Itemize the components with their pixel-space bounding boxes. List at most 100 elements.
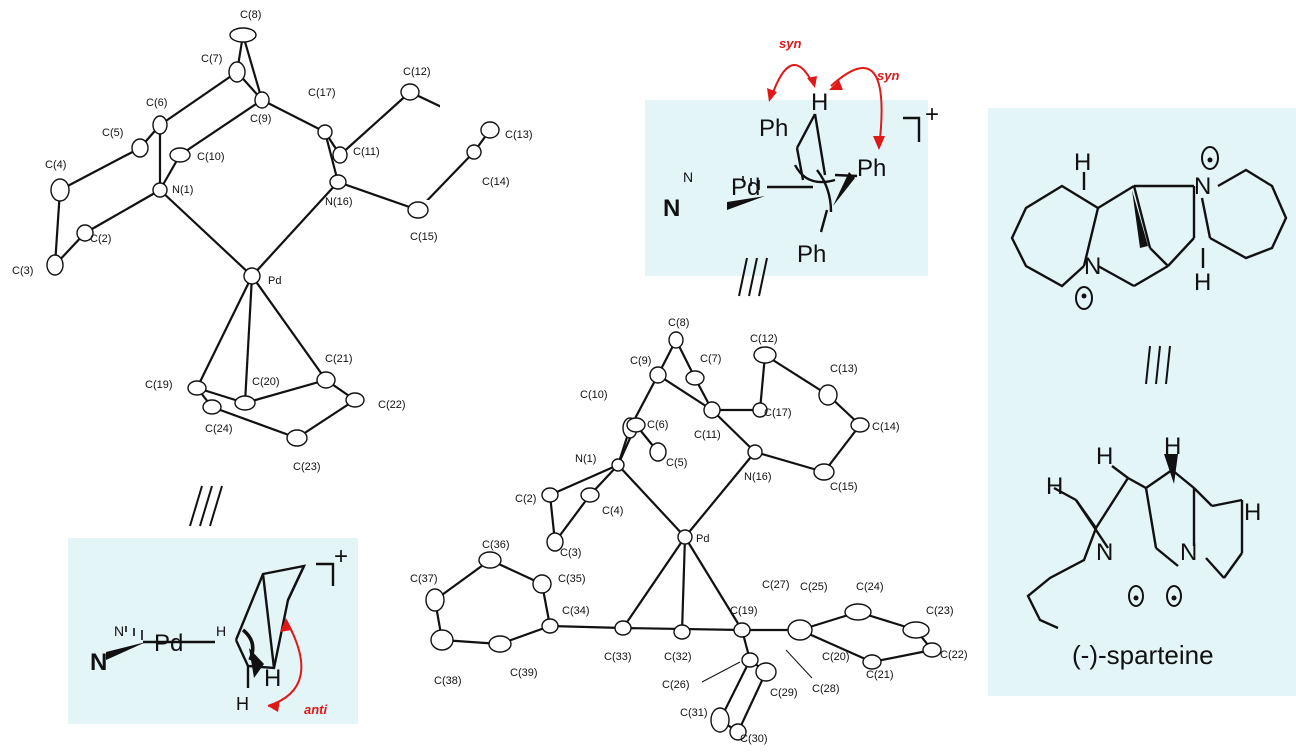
pd-label: Pd xyxy=(154,630,183,657)
atom-label: C(30) xyxy=(740,733,768,745)
atom-label: C(17) xyxy=(764,407,792,419)
ph-label-2: Ph xyxy=(857,155,886,182)
atom-label: C(4) xyxy=(45,159,66,171)
atom-label: C(7) xyxy=(700,353,721,365)
sparteine-structure: H H N N xyxy=(1010,146,1288,670)
atom-label: C(6) xyxy=(647,419,668,431)
n-small-label: N xyxy=(114,623,124,639)
atom-label: C(7) xyxy=(201,53,222,65)
atom-label: C(36) xyxy=(482,539,510,551)
atom-label: C(10) xyxy=(580,389,608,401)
atom-label: C(28) xyxy=(812,683,840,695)
atom-label: N(1) xyxy=(172,184,193,196)
atom-label: C(5) xyxy=(666,457,687,469)
h-3d-4-label: H xyxy=(1244,499,1261,526)
h-bottom-label: H xyxy=(236,694,249,714)
h-3d-1-label: H xyxy=(1096,443,1113,470)
h-top-left-label: H xyxy=(1074,149,1091,176)
n-3d-1-label: N xyxy=(1096,539,1113,566)
atom-label: C(24) xyxy=(856,581,884,593)
n-bold-label: N xyxy=(90,649,107,676)
h-3d-3-label: H xyxy=(1046,473,1063,500)
atom-label: C(22) xyxy=(378,399,406,411)
atom-label: C(15) xyxy=(830,481,858,493)
atom-label: C(20) xyxy=(252,376,280,388)
syn-label-1: syn xyxy=(779,36,801,51)
atom-label: C(14) xyxy=(872,421,900,433)
atom-label: C(19) xyxy=(730,605,758,617)
atom-label: C(14) xyxy=(482,176,510,188)
atom-label: C(20) xyxy=(822,651,850,663)
atom-label: C(3) xyxy=(560,547,581,559)
ortep-top-right-ring: C(13) C(14) xyxy=(400,83,533,200)
atom-label: C(12) xyxy=(403,66,431,78)
atom-label: C(35) xyxy=(558,573,586,585)
atom-label: C(22) xyxy=(940,649,968,661)
n-top-label: N xyxy=(1194,173,1211,200)
atom-label: C(26) xyxy=(662,679,690,691)
ph-label-1: Ph xyxy=(759,115,788,142)
syn-allyl-structure: syn syn H Ph Ph Ph Pd N N + xyxy=(663,36,939,268)
atom-label: C(13) xyxy=(830,363,858,375)
atom-label: C(31) xyxy=(680,707,708,719)
atom-label: C(6) xyxy=(146,97,167,109)
atom-label: C(9) xyxy=(250,113,271,125)
atom-label: C(2) xyxy=(515,493,536,505)
atom-label: Pd xyxy=(696,533,709,545)
h-3d-2-label: H xyxy=(1164,433,1181,460)
atom-label: C(2) xyxy=(90,233,111,245)
atom-label: C(33) xyxy=(604,651,632,663)
n-bold-label: N xyxy=(663,195,680,222)
atom-label: C(19) xyxy=(145,379,173,391)
atom-label: C(15) xyxy=(410,231,438,243)
atom-label: C(12) xyxy=(750,333,778,345)
anti-allyl-panel xyxy=(68,538,358,724)
atom-label: C(21) xyxy=(866,669,894,681)
n-bottom-label: N xyxy=(1084,253,1101,280)
ph-label-3: Ph xyxy=(797,241,826,268)
h-bottom-right-label: H xyxy=(1194,269,1211,296)
atom-label: C(23) xyxy=(293,461,321,473)
h-big-label: H xyxy=(264,665,281,692)
atom-label: N(1) xyxy=(575,453,596,465)
atom-label: N(16) xyxy=(325,196,353,208)
charge-label: + xyxy=(334,543,348,570)
anti-allyl-structure: anti Pd N N H H H + xyxy=(90,543,348,717)
equivalence-mark-middle xyxy=(738,257,768,297)
atom-label: C(25) xyxy=(800,581,828,593)
h-label: H xyxy=(811,89,828,116)
atom-label: C(3) xyxy=(12,265,33,277)
atom-label: C(5) xyxy=(102,127,123,139)
equivalence-mark-left xyxy=(189,485,223,527)
atom-label: C(10) xyxy=(197,151,225,163)
anti-label: anti xyxy=(304,702,328,717)
atom-label: C(4) xyxy=(602,505,623,517)
n-small-label: N xyxy=(683,169,693,185)
h-small-label: H xyxy=(216,623,226,639)
n-3d-2-label: N xyxy=(1180,539,1197,566)
atom-label: C(32) xyxy=(664,651,692,663)
atom-label: C(29) xyxy=(770,687,798,699)
atom-label: C(27) xyxy=(762,579,790,591)
atom-label: C(38) xyxy=(434,675,462,687)
atom-label: C(39) xyxy=(510,667,538,679)
atom-label: C(11) xyxy=(353,146,380,158)
atom-label: Pd xyxy=(268,275,281,287)
atom-label: C(37) xyxy=(410,573,438,585)
charge-label: + xyxy=(925,101,939,128)
ortep-structure-top: C(8) C(7) C(6) C(17) C(12) C(5) C(9) C(1… xyxy=(12,9,440,473)
atom-label: C(21) xyxy=(325,353,353,365)
sparteine-caption: (-)-sparteine xyxy=(1072,640,1214,670)
atom-label: C(23) xyxy=(926,605,954,617)
pd-label: Pd xyxy=(731,174,760,201)
atom-label: C(8) xyxy=(668,317,689,329)
ortep-structure-bottom: C(8) C(12) C(9) C(7) C(13) C(10) C(6) C(… xyxy=(410,317,968,745)
atom-label: C(8) xyxy=(240,9,261,21)
atom-label: C(24) xyxy=(205,423,233,435)
atom-label: N(16) xyxy=(744,471,772,483)
atom-label: C(11) xyxy=(694,429,721,441)
syn-label-2: syn xyxy=(877,68,899,83)
atom-label: C(34) xyxy=(562,605,590,617)
atom-label: C(17) xyxy=(308,87,336,99)
